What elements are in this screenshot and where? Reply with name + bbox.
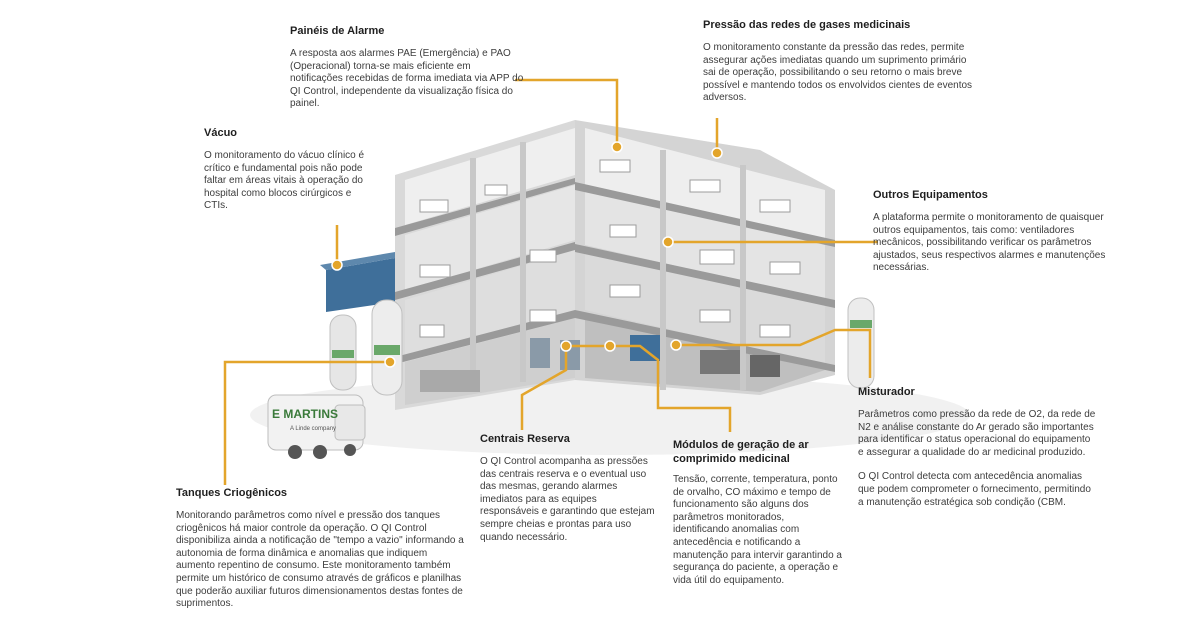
line-centrais xyxy=(520,346,568,430)
truck-tagline: A Linde company xyxy=(290,426,336,432)
callout-vacuo: Vácuo O monitoramento do vácuo clínico é… xyxy=(204,126,372,213)
line-paineis xyxy=(515,78,619,145)
line-tanques xyxy=(223,360,388,485)
callout-dot-icon xyxy=(670,339,682,351)
callout-text-2: O QI Control detecta com antecedência an… xyxy=(858,471,1091,508)
callout-title: Pressão das redes de gases medicinais xyxy=(703,19,911,31)
callout-misturador: Misturador Parâmetros como pressão da re… xyxy=(858,385,1098,509)
connector-lines xyxy=(223,78,878,485)
callout-dot-icon xyxy=(711,147,723,159)
callout-tanques-criogenicos: Tanques Criogênicos Monitorando parâmetr… xyxy=(176,486,466,611)
room-details xyxy=(419,159,801,338)
right-tank xyxy=(847,297,875,389)
callout-text: O monitoramento constante da pressão das… xyxy=(703,42,973,104)
line-misturador xyxy=(676,328,872,378)
callout-modulos-ar-comprimido: Módulos de geração de ar comprimido medi… xyxy=(673,438,843,587)
callout-text: O QI Control acompanha as pressões das c… xyxy=(480,456,655,543)
truck-brand: E MARTINS xyxy=(272,407,338,421)
callout-title: Módulos de geração de ar comprimido medi… xyxy=(673,439,809,465)
callout-title: Painéis de Alarme xyxy=(290,25,385,37)
callout-dot-icon xyxy=(384,356,396,368)
callout-dots xyxy=(331,141,723,368)
callout-title: Centrais Reserva xyxy=(480,433,570,445)
callout-text: Parâmetros como pressão da rede de O2, d… xyxy=(858,409,1096,458)
callout-text: A resposta aos alarmes PAE (Emergência) … xyxy=(290,48,524,110)
callout-title: Tanques Criogênicos xyxy=(176,487,288,499)
callout-text: O monitoramento do vácuo clínico é críti… xyxy=(204,150,365,212)
callout-dot-icon xyxy=(662,236,674,248)
callout-paineis-de-alarme: Painéis de Alarme A resposta aos alarmes… xyxy=(290,24,525,111)
callout-outros-equipamentos: Outros Equipamentos A plataforma permite… xyxy=(873,188,1108,275)
callout-dot-icon xyxy=(560,340,572,352)
callout-text: Monitorando parâmetros como nível e pres… xyxy=(176,510,464,610)
callout-title: Misturador xyxy=(858,386,915,398)
left-wing xyxy=(395,120,575,410)
callout-dot-icon xyxy=(604,340,616,352)
line-modulos xyxy=(610,344,732,432)
callout-title: Vácuo xyxy=(204,127,238,139)
cryogenic-tanks xyxy=(329,299,403,396)
callout-text: Tensão, corrente, temperatura, ponto de … xyxy=(673,474,842,586)
callout-dot-icon xyxy=(611,141,623,153)
callout-title: Outros Equipamentos xyxy=(873,189,988,201)
callout-dot-icon xyxy=(331,259,343,271)
callout-centrais-reserva: Centrais Reserva O QI Control acompanha … xyxy=(480,432,655,544)
callout-text: A plataforma permite o monitoramento de … xyxy=(873,212,1106,274)
callout-pressao-redes: Pressão das redes de gases medicinais O … xyxy=(703,18,978,105)
truck: E MARTINS A Linde company xyxy=(267,394,366,459)
